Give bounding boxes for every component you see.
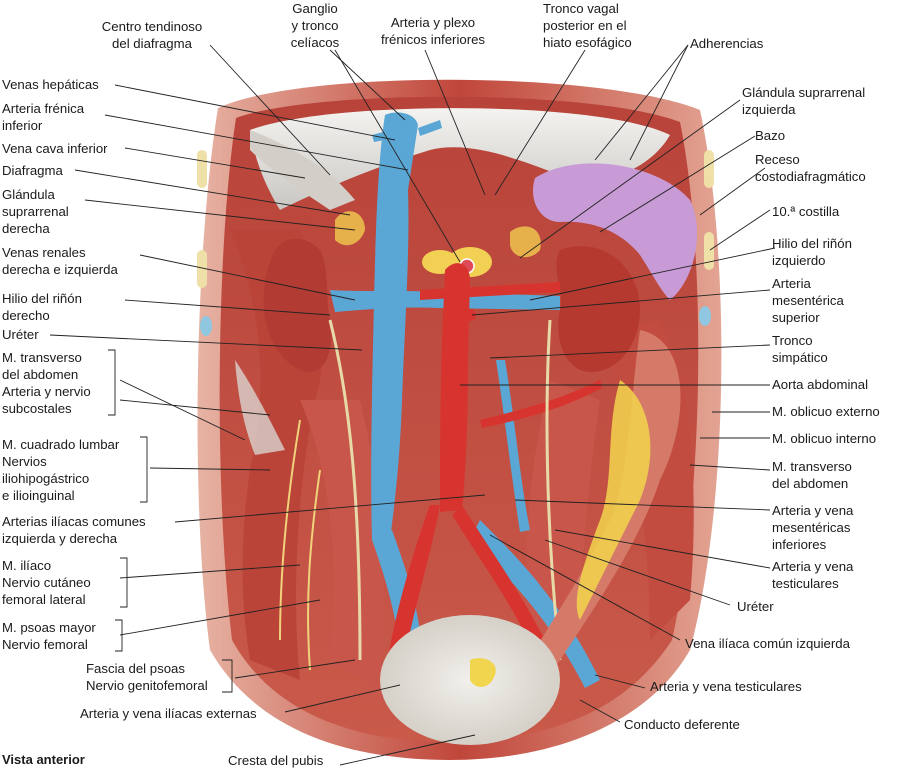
label-m-iliaco: M. ilíaco Nervio cutáneo femoral lateral	[2, 558, 91, 607]
label-venas-renales: Venas renales derecha e izquierda	[2, 245, 118, 277]
label-m-cuadrado-lumbar: M. cuadrado lumbar Nervios iliohipogástr…	[2, 437, 120, 503]
label-arteria-vena-mesentericas-inferiores: Arteria y vena mesentéricas inferiores	[772, 503, 854, 552]
label-ureter-right: Uréter	[737, 599, 774, 614]
label-fascia-psoas: Fascia del psoas Nervio genitofemoral	[86, 661, 208, 693]
label-m-transverso-abdomen-right: M. transverso del abdomen	[772, 459, 852, 491]
ribs	[197, 150, 714, 336]
label-arteria-vena-iliacas-externas: Arteria y vena ilíacas externas	[80, 706, 257, 721]
label-centro-tendinoso: Centro tendinoso del diafragma	[101, 19, 203, 51]
label-receso-costodiafragmatico: Receso costodiafragmático	[755, 152, 866, 184]
label-adherencias: Adherencias	[690, 36, 764, 51]
label-arteria-vena-testiculares-1: Arteria y vena testiculares	[772, 559, 854, 591]
label-ganglio-celiacos: Ganglio y tronco celíacos	[290, 1, 340, 50]
adrenal-right	[335, 211, 365, 246]
label-vena-iliaca-comun-izquierda: Vena ilíaca común izquierda	[685, 636, 850, 651]
label-arterias-iliacas-comunes: Arterias ilíacas comunes izquierda y der…	[2, 514, 146, 546]
label-hilio-rinon-derecho: Hilio del riñón derecho	[2, 291, 82, 323]
label-m-transverso-subcostales: M. transverso del abdomen Arteria y nerv…	[2, 350, 91, 416]
label-tronco-simpatico: Tronco simpático	[772, 333, 828, 365]
fat-deposits	[576, 380, 651, 620]
diaphragm	[250, 108, 670, 210]
bladder-fat	[470, 658, 496, 687]
label-m-oblicuo-externo: M. oblicuo externo	[772, 404, 880, 419]
label-hilio-rinon-izquierdo: Hilio del riñón izquierdo	[772, 236, 852, 268]
label-aorta-abdominal: Aorta abdominal	[772, 377, 869, 392]
label-vena-cava-inferior: Vena cava inferior	[2, 141, 108, 156]
label-arteria-plexo-frenicos: Arteria y plexo frénicos inferiores	[380, 15, 486, 47]
label-tronco-vagal: Tronco vagal posterior en el hiato esofá…	[543, 1, 632, 50]
label-m-oblicuo-interno: M. oblicuo interno	[772, 431, 877, 446]
label-glandula-suprarrenal-izquierda: Glándula suprarrenal izquierda	[742, 85, 866, 117]
label-conducto-deferente: Conducto deferente	[624, 717, 740, 732]
label-diafragma: Diafragma	[2, 163, 63, 178]
label-bazo: Bazo	[755, 128, 786, 143]
label-arteria-vena-testiculares-2: Arteria y vena testiculares	[650, 679, 802, 694]
label-glandula-suprarrenal-derecha: Glándula suprarrenal derecha	[2, 187, 69, 236]
leader-lines	[49, 44, 776, 766]
label-arteria-mesenterica-superior: Arteria mesentérica superior	[772, 276, 844, 325]
label-decima-costilla: 10.ª costilla	[772, 204, 840, 219]
label-cresta-pubis: Cresta del pubis	[228, 753, 324, 768]
label-ureter-left: Uréter	[2, 327, 39, 342]
view-label: Vista anterior	[2, 752, 85, 767]
adrenal-left	[510, 226, 541, 258]
label-arteria-frenica-inferior: Arteria frénica inferior	[2, 101, 85, 133]
label-venas-hepaticas: Venas hepáticas	[2, 77, 99, 92]
ureters-nerves	[279, 319, 562, 671]
kidneys	[263, 238, 640, 372]
label-m-psoas-mayor: M. psoas mayor Nervio femoral	[2, 620, 96, 652]
